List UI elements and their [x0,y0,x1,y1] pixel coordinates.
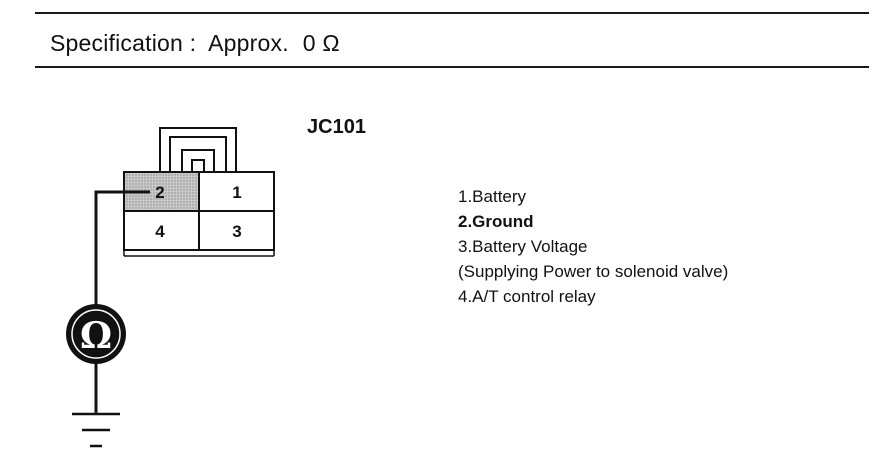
pin-label-4: 4 [155,222,165,241]
connector-latch [159,127,237,172]
pin-label-1: 1 [232,183,241,202]
probe-wire [94,190,150,413]
pin-legend: 1.Battery 2.Ground 3.Battery Voltage (Su… [458,184,728,309]
legend-item-4: 4.A/T control relay [458,287,596,306]
legend-item-2: 2.Ground [458,212,534,231]
legend-item-1: 1.Battery [458,187,527,206]
ohm-symbol: Ω [80,315,112,357]
spec-label: Specification : [50,30,197,56]
ground-icon [72,412,120,448]
legend-item-3: 3.Battery Voltage [458,237,588,256]
pin-label-3: 3 [232,222,241,241]
pin-label-2: 2 [155,183,164,202]
legend-item-3-note: (Supplying Power to solenoid valve) [458,262,729,281]
spec-amount: 0 Ω [302,30,340,56]
ohmmeter-icon: Ω [66,304,126,364]
top-rule [35,12,869,14]
bottom-rule [35,66,869,68]
spec-value: Approx. [208,30,289,56]
connector-name: JC101 [307,116,366,138]
connector-body [123,171,275,257]
specification-line: Specification : Approx. 0 Ω [50,30,340,57]
